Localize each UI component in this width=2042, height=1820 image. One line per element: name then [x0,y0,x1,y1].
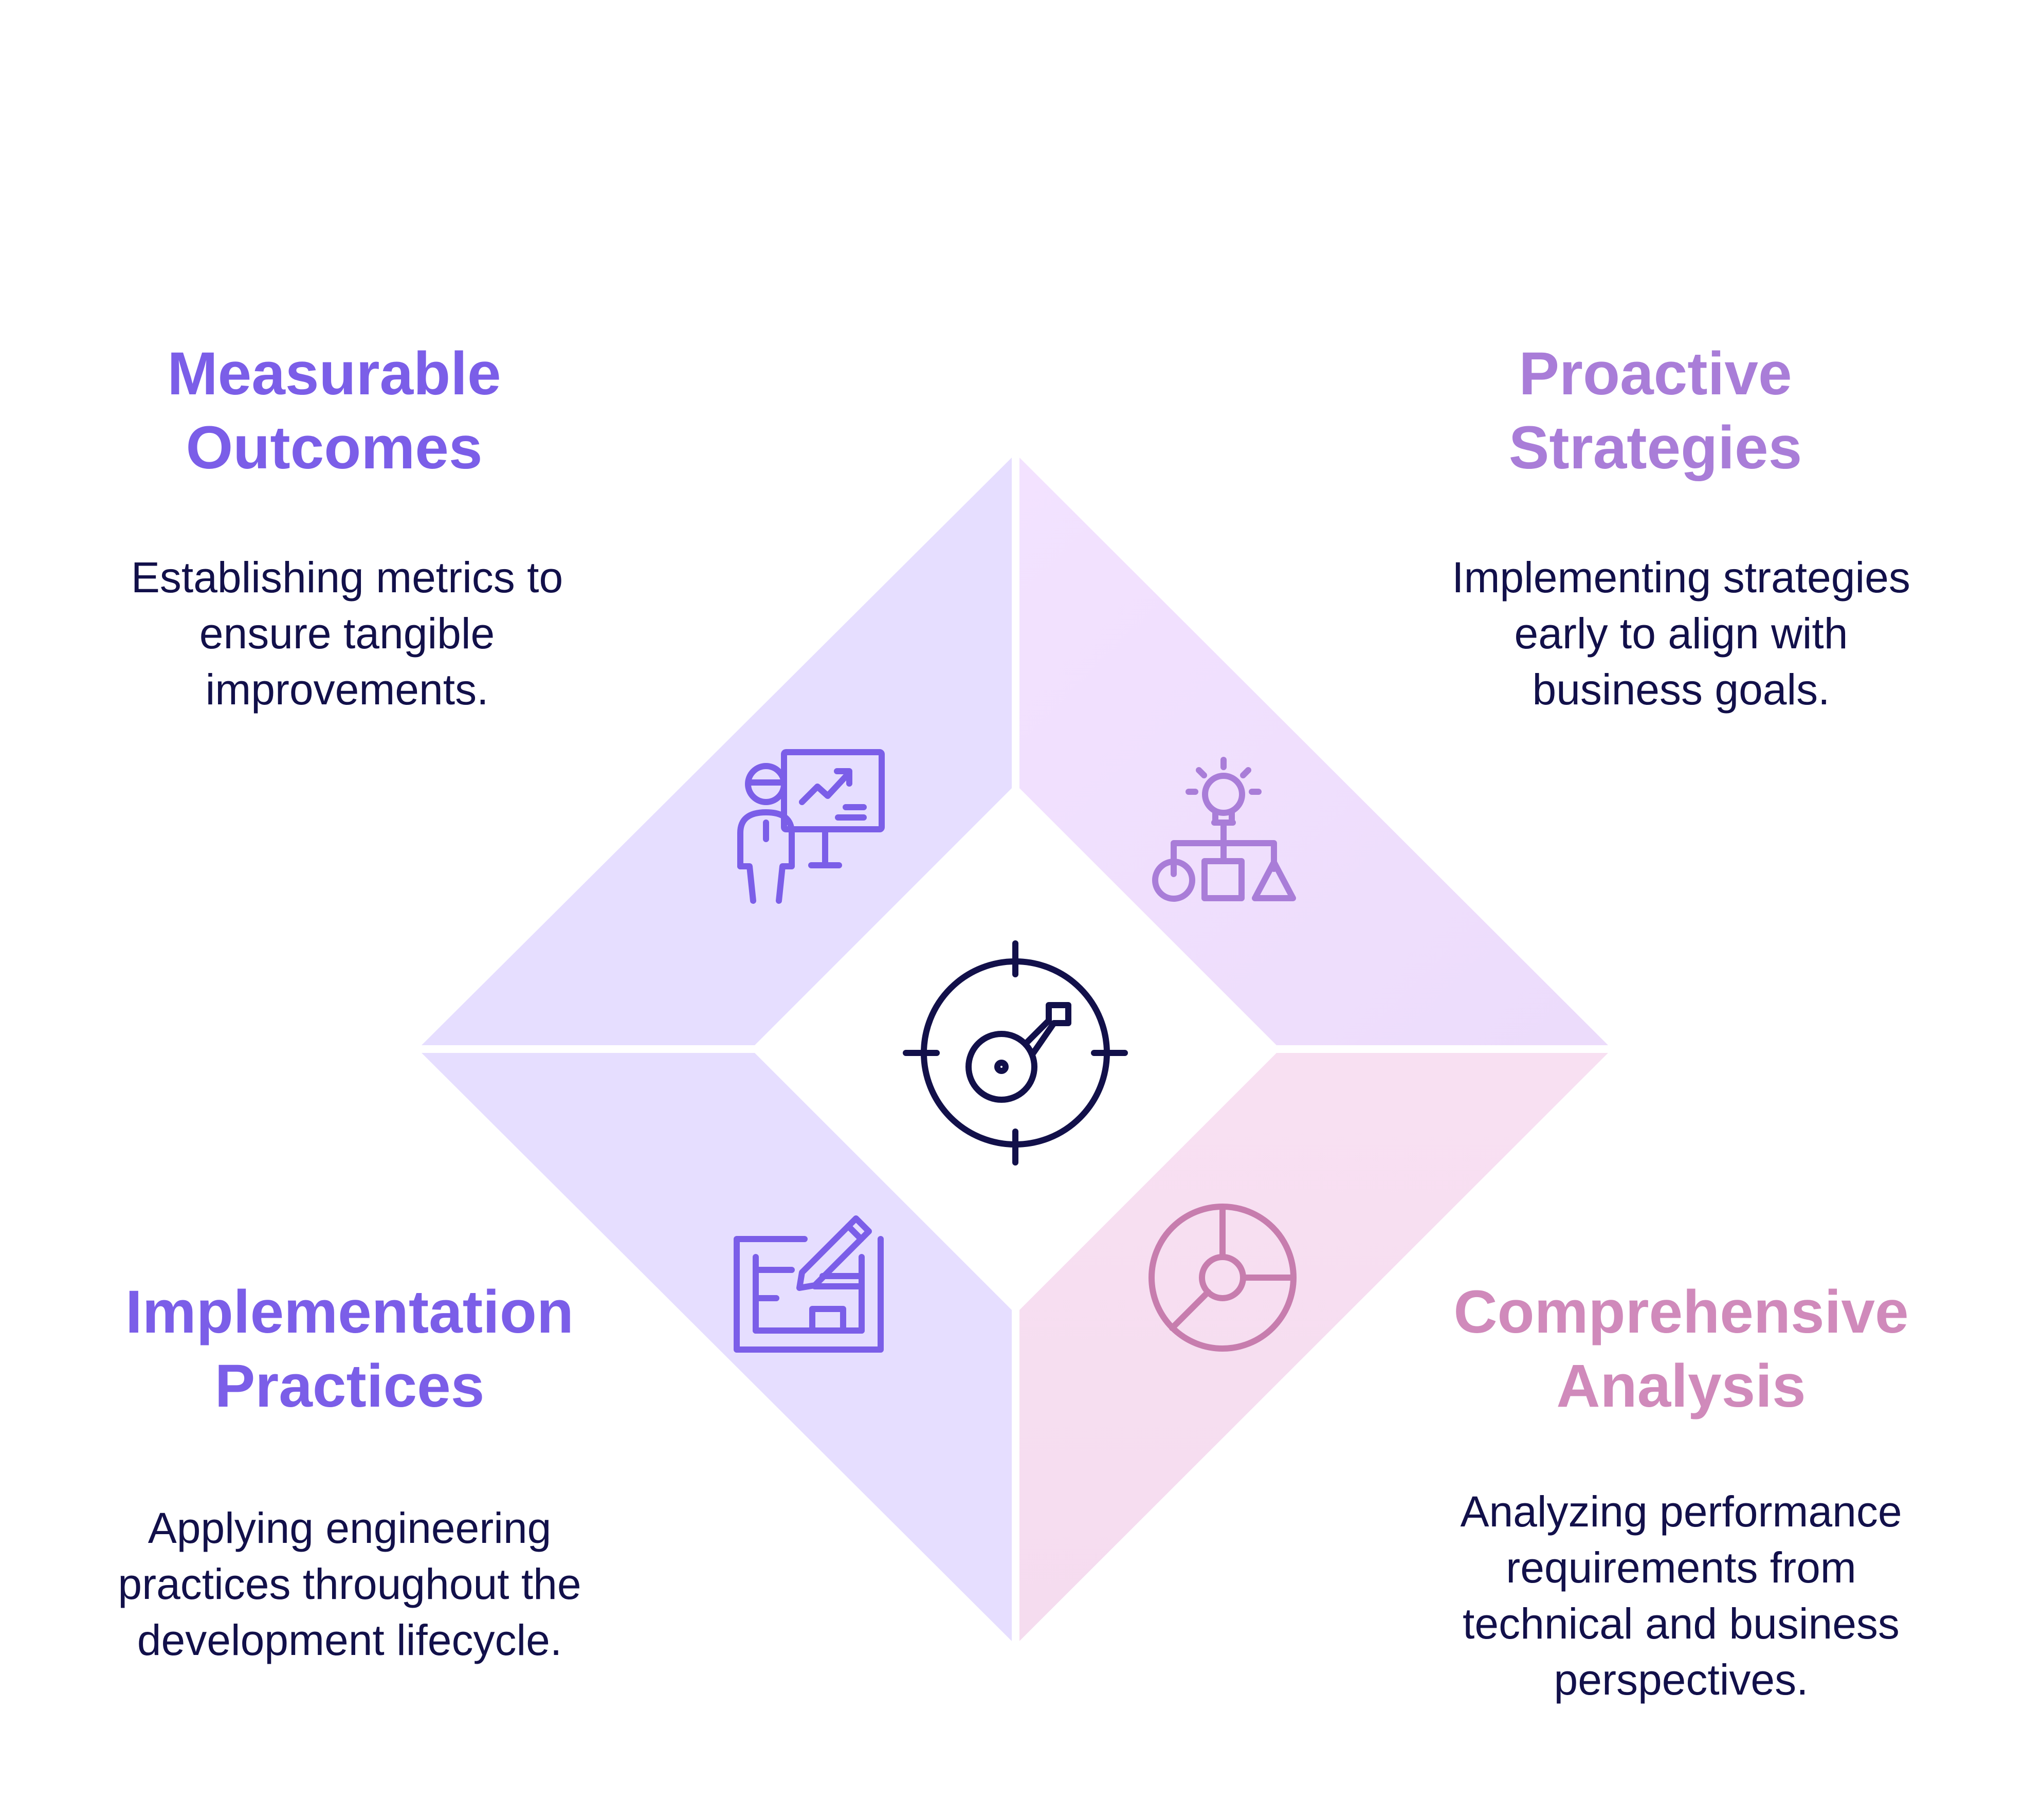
pie-chart-icon [1148,1204,1297,1352]
quadrant-top-left: Measurable Outcomes Establishing metrics… [51,337,617,718]
quadrant-description: Implementing strategies early to align w… [1452,553,1910,714]
quadrant-bottom-left-shape [422,1053,1012,1641]
quadrant-description: Applying engineering practices throughou… [118,1504,581,1664]
quadrant-bottom-left: Implementation Practices Applying engine… [41,1275,658,1668]
quadrant-bottom-right: Comprehensive Analysis Analyzing perform… [1398,1275,1964,1708]
blueprint-pencil-icon [734,1215,884,1353]
quadrant-bottom-right-shape [1019,1053,1608,1641]
quadrant-description: Establishing metrics to ensure tangible … [131,553,563,714]
quadrant-top-left-shape [422,458,1012,1045]
strategy-lightbulb-icon [1152,757,1296,902]
quadrant-description: Analyzing performance requirements from … [1460,1487,1902,1704]
quadrant-top-right: Proactive Strategies Implementing strate… [1388,337,1954,718]
quadrant-title: Proactive Strategies [1508,340,1802,482]
quadrant-title: Implementation Practices [125,1278,574,1420]
quadrant-title: Measurable Outcomes [167,340,501,482]
presentation-chart-icon [737,749,885,904]
target-key-icon [903,940,1128,1166]
quadrant-title: Comprehensive Analysis [1453,1278,1909,1420]
